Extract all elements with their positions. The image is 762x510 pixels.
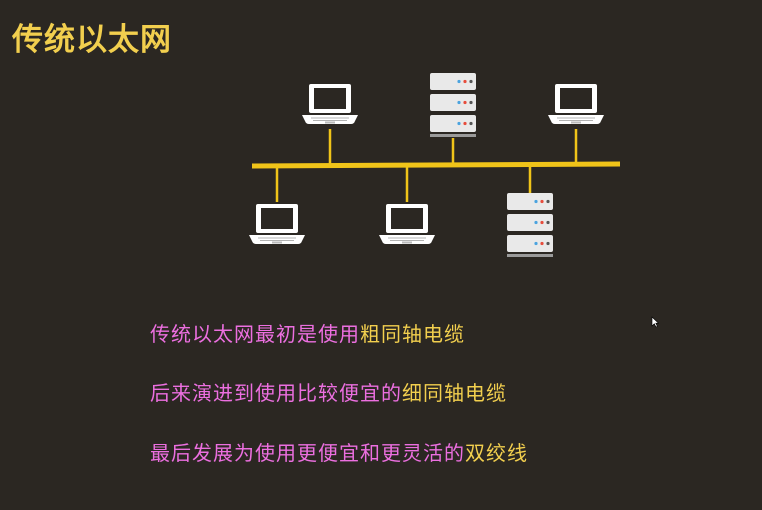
server-icon (430, 73, 476, 137)
laptop-icon (248, 203, 306, 245)
laptop-icon (547, 83, 605, 125)
line-highlight: 双绞线 (465, 441, 528, 465)
mouse-cursor-icon (651, 316, 659, 328)
text-line-3: 最后发展为使用更便宜和更灵活的双绞线 (150, 437, 528, 466)
laptop-icon (301, 83, 359, 125)
ethernet-bus (251, 161, 621, 169)
server-icon (507, 193, 553, 257)
line-text: 传统以太网最初是使用 (150, 322, 360, 346)
text-line-1: 传统以太网最初是使用粗同轴电缆 (150, 318, 465, 347)
line-highlight: 细同轴电缆 (402, 381, 507, 405)
line-text: 最后发展为使用更便宜和更灵活的 (150, 441, 465, 465)
line-highlight: 粗同轴电缆 (360, 322, 465, 346)
line-text: 后来演进到使用比较便宜的 (150, 381, 402, 405)
slide-title: 传统以太网 (12, 22, 172, 58)
laptop-icon (378, 203, 436, 245)
text-line-2: 后来演进到使用比较便宜的细同轴电缆 (150, 377, 507, 406)
network-diagram (248, 73, 621, 257)
